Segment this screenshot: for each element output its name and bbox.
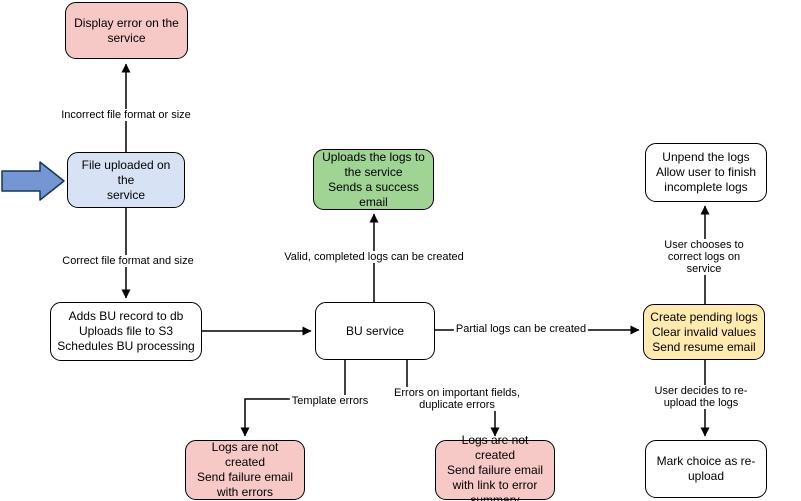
edge-label-field-errors: Errors on important fields, duplicate er…	[392, 387, 522, 411]
edge-label-partial-logs: Partial logs can be created	[453, 323, 589, 335]
edge-label-user-reuploads: User decides to re-upload the logs	[651, 385, 751, 409]
edge-label-template-errors: Template errors	[289, 395, 371, 407]
node-uploads-logs-success: Uploads the logs to the service Sends a …	[313, 149, 434, 210]
edge-label-user-corrects: User chooses to correct logs on service	[655, 239, 753, 275]
node-mark-choice-reupload: Mark choice as re- upload	[645, 440, 767, 498]
node-unpend-logs: Unpend the logs Allow user to finish inc…	[645, 143, 767, 202]
node-bu-service: BU service	[315, 302, 435, 360]
node-create-pending-logs: Create pending logs Clear invalid values…	[643, 304, 765, 360]
entry-pointer-arrow-icon	[1, 161, 65, 201]
node-file-uploaded: File uploaded on the service	[67, 152, 185, 208]
node-logs-not-created-fields: Logs are not created Send failure email …	[435, 433, 555, 501]
node-logs-not-created-template: Logs are not created Send failure email …	[185, 440, 305, 500]
node-adds-bu-record: Adds BU record to db Uploads file to S3 …	[50, 302, 202, 361]
node-display-error: Display error on the service	[65, 2, 188, 59]
edge-label-correct-format: Correct file format and size	[60, 255, 196, 267]
edge-label-incorrect-format: Incorrect file format or size	[59, 109, 193, 121]
edge-label-valid-completed: Valid, completed logs can be created	[282, 251, 466, 263]
